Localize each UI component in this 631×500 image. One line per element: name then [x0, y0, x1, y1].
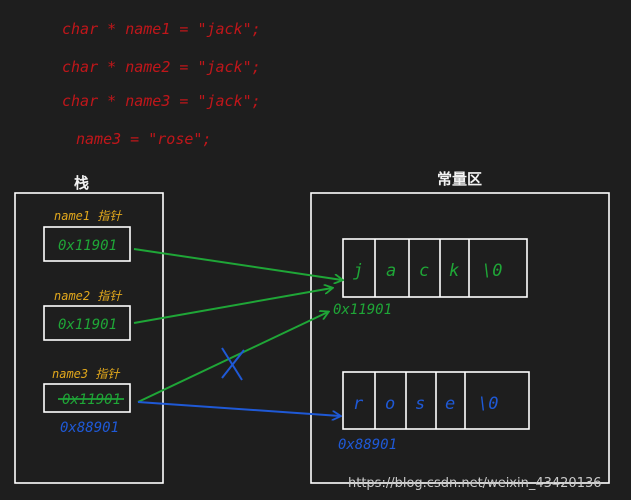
- arrow-name2-to-jack: [133, 288, 332, 324]
- string-jack-cell-3: c: [419, 261, 429, 281]
- string-rose: r o s e \0: [342, 371, 530, 430]
- string-jack-cell-1: j: [353, 261, 363, 281]
- pointer-label-name3: name3 指针: [52, 367, 120, 381]
- string-jack-cell-2: a: [386, 261, 396, 281]
- pointer-new-value-name3: 0x88901: [60, 420, 119, 436]
- pointer-value-name1: 0x11901: [58, 238, 117, 254]
- code-line-3: char * name3 = "jack";: [62, 92, 261, 110]
- stack-box: [14, 192, 164, 484]
- string-jack-cell-5: \0: [482, 261, 502, 281]
- string-rose-cell-3: s: [415, 394, 425, 414]
- arrow-name3-old-to-jack: [137, 312, 328, 403]
- pointer-box-name2: [43, 305, 131, 341]
- stack-title: 栈: [74, 174, 89, 192]
- string-rose-cell-4: e: [445, 394, 455, 414]
- pointer-label-name1: name1 指针: [54, 209, 122, 223]
- string-rose-cell-2: o: [385, 394, 395, 414]
- pointer-box-name3: [43, 383, 131, 413]
- string-rose-address: 0x88901: [338, 437, 397, 453]
- string-jack-address: 0x11901: [333, 302, 392, 318]
- string-jack-frame: [342, 238, 528, 298]
- pointer-box-name1: [43, 226, 131, 262]
- pointer-old-value-name3: 0x11901: [62, 392, 121, 408]
- string-rose-cell-1: r: [353, 394, 364, 414]
- string-jack-cell-4: k: [449, 261, 459, 281]
- pointer-label-name2: name2 指针: [54, 289, 122, 303]
- constant-area-box: [310, 192, 610, 484]
- constant-area-title: 常量区: [437, 170, 482, 188]
- cross-mark: [221, 349, 245, 379]
- code-line-1: char * name1 = "jack";: [62, 20, 261, 38]
- string-jack: j a c k \0: [342, 238, 528, 298]
- string-rose-cell-5: \0: [478, 394, 498, 414]
- arrow-name3-to-rose: [137, 401, 340, 416]
- pointer-value-name2: 0x11901: [58, 317, 117, 333]
- code-line-2: char * name2 = "jack";: [62, 58, 261, 76]
- arrow-name1-to-jack: [133, 248, 342, 280]
- code-line-4: name3 = "rose";: [76, 130, 211, 148]
- watermark: https://blog.csdn.net/weixin_43420136: [348, 476, 602, 491]
